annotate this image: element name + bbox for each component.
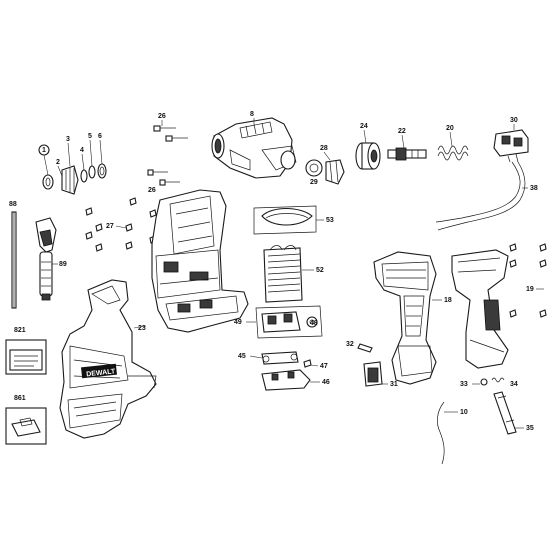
dewalt-badge [81, 363, 117, 379]
part-6-retainer [97, 163, 107, 179]
part-88-depth-rod [11, 211, 17, 309]
callout-6: 6 [98, 133, 102, 140]
part-52-stator [263, 245, 303, 303]
part-46-bracket [261, 369, 311, 391]
part-28-29-bearing-gear [305, 159, 345, 185]
callout-26-mid: 26 [148, 187, 156, 194]
part-handle-outer [451, 249, 509, 369]
part-38-wires [435, 161, 526, 231]
callout-49: 49 [234, 319, 242, 326]
callout-821: 821 [14, 327, 26, 334]
part-45-clip [261, 351, 299, 365]
callout-19: 19 [526, 286, 534, 293]
callout-20: 20 [446, 125, 454, 132]
small-screws-right [509, 243, 547, 318]
part-24-clutch [355, 142, 381, 170]
part-89-side-handle [35, 217, 57, 301]
callout-22: 22 [398, 128, 406, 135]
callout-30: 30 [510, 117, 518, 124]
callout-32: 32 [346, 341, 354, 348]
callout-46: 46 [322, 379, 330, 386]
callout-23: 23 [138, 325, 146, 332]
part-47-screw [303, 359, 312, 368]
part-10-cable [437, 401, 445, 465]
callout-27: 27 [106, 223, 114, 230]
part-53-brush-ring [253, 205, 317, 235]
part-26-screws-top [153, 125, 188, 142]
callout-8: 8 [250, 111, 254, 118]
part-motor-housing-center [151, 189, 249, 333]
callout-10: 10 [460, 409, 468, 416]
callout-1: 1 [42, 147, 46, 154]
callout-2: 2 [56, 159, 60, 166]
part-4-washer [80, 169, 88, 183]
callout-861: 861 [14, 395, 26, 402]
callout-28: 28 [320, 145, 328, 152]
part-26-screws-mid [147, 169, 180, 186]
part-861-case [5, 407, 47, 445]
brand-logo-text: DEWALT [86, 368, 116, 378]
callout-18: 18 [444, 297, 452, 304]
callout-88: 88 [9, 201, 17, 208]
callout-38: 38 [530, 185, 538, 192]
callout-45: 45 [238, 353, 246, 360]
callout-52: 52 [316, 267, 324, 274]
part-5-spring [88, 165, 96, 179]
part-1-ring [42, 174, 54, 190]
callout-34: 34 [510, 381, 518, 388]
part-23-housing-left: DEWALT [59, 279, 157, 439]
part-30-switch [493, 129, 529, 163]
callout-24: 24 [360, 123, 368, 130]
callout-53: 53 [326, 217, 334, 224]
callout-33: 33 [460, 381, 468, 388]
callout-35: 35 [526, 425, 534, 432]
part-22-shaft [387, 147, 427, 161]
part-821-label [5, 339, 47, 375]
callout-5: 5 [88, 133, 92, 140]
small-screws-left [85, 197, 157, 252]
part-49-brush-plate [255, 305, 323, 339]
callout-31: 31 [390, 381, 398, 388]
part-33-34-clamps [480, 377, 505, 386]
part-3-chuck-sleeve [61, 165, 79, 195]
callout-26-top: 26 [158, 113, 166, 120]
callout-47: 47 [320, 363, 328, 370]
part-8-gear-housing [211, 117, 297, 179]
callout-48: 48 [310, 320, 318, 327]
callout-29: 29 [310, 179, 318, 186]
part-35-cord-guard [493, 391, 517, 435]
part-32-pin [357, 343, 373, 353]
callout-4: 4 [80, 147, 84, 154]
part-20-spring [437, 145, 469, 161]
callout-3: 3 [66, 136, 70, 143]
part-31-button [363, 361, 383, 387]
part-18-handle-inner [373, 251, 437, 385]
callout-89: 89 [59, 261, 67, 268]
